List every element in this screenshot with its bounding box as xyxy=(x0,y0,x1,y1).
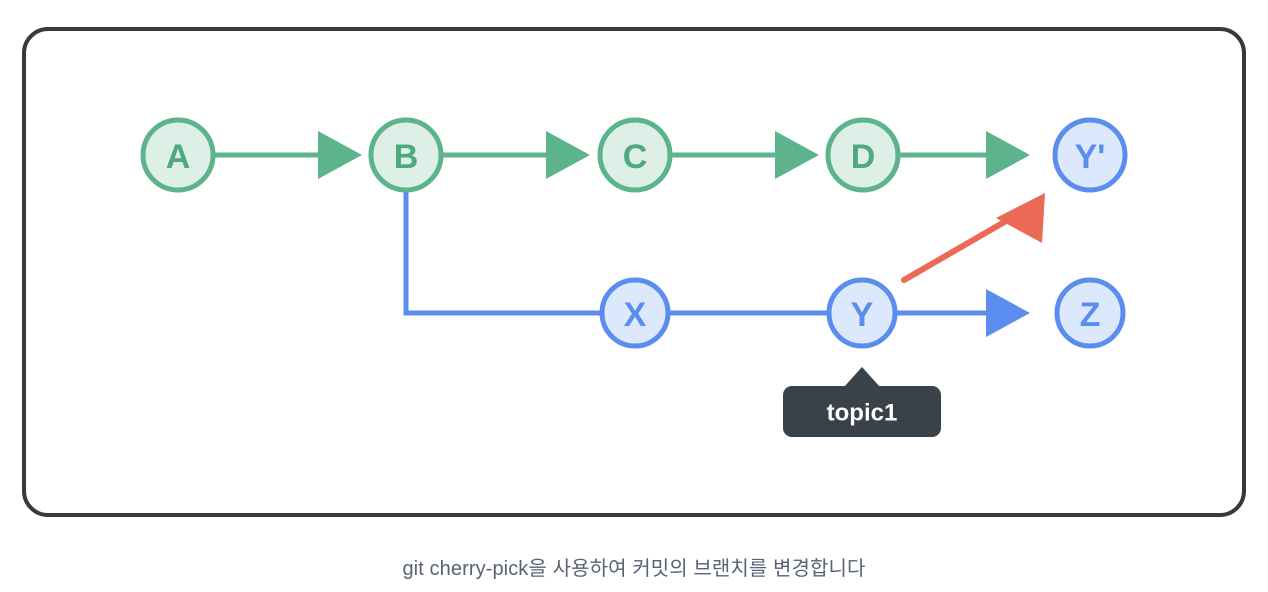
diagram-caption: git cherry-pick을 사용하여 커밋의 브랜치를 변경합니다 xyxy=(402,558,866,580)
diagram-frame xyxy=(22,27,1246,517)
